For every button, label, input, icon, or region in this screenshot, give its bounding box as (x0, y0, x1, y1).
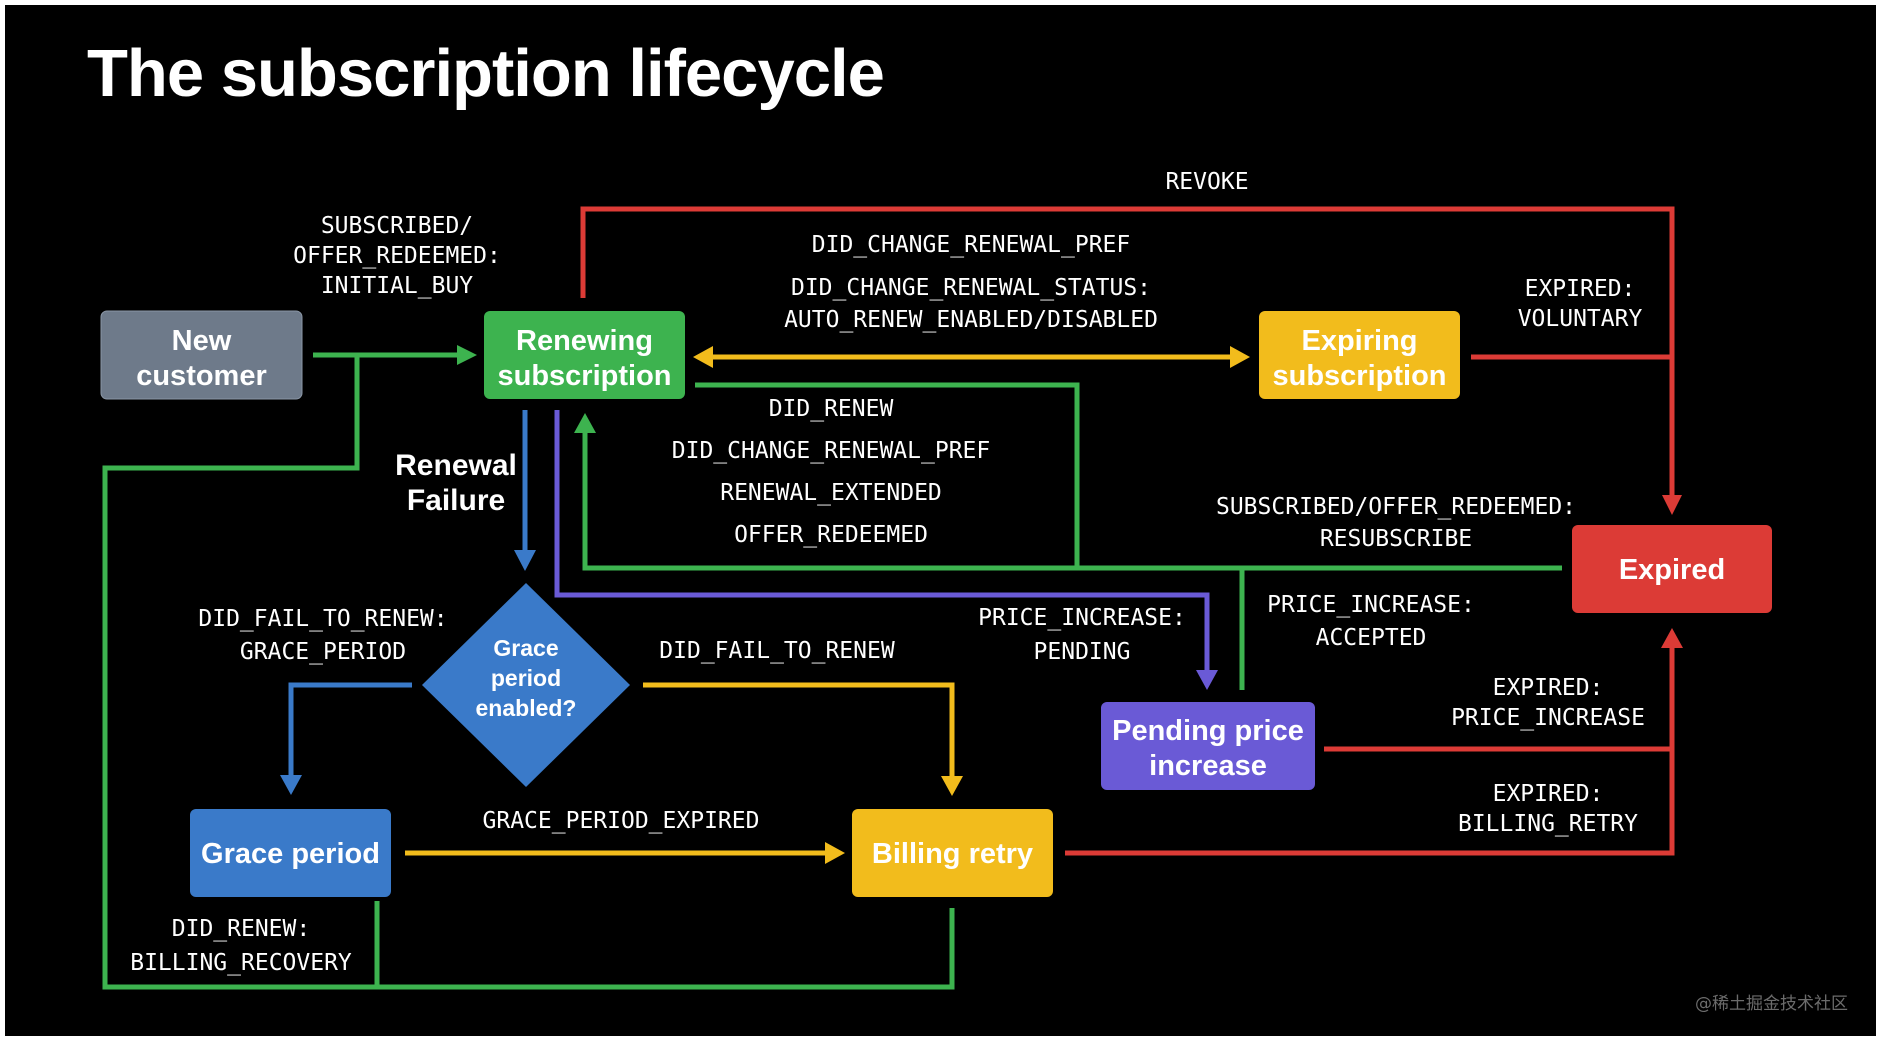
svg-text:DID_RENEW:: DID_RENEW: (172, 916, 310, 942)
edge-price-pending (554, 410, 1210, 673)
svg-text:Failure: Failure (407, 484, 505, 517)
svg-text:AUTO_RENEW_ENABLED/DISABLED: AUTO_RENEW_ENABLED/DISABLED (784, 307, 1158, 333)
node-label: subscription (1272, 360, 1446, 392)
label-expired-voluntary: EXPIRED: VOLUNTARY (1518, 276, 1643, 332)
arrowhead (941, 776, 963, 796)
node-label: subscription (497, 360, 671, 392)
label-initial-buy: SUBSCRIBED/ OFFER_REDEEMED: INITIAL_BUY (293, 213, 501, 299)
svg-text:RESUBSCRIBE: RESUBSCRIBE (1320, 526, 1472, 552)
edge-expired-billing (1065, 645, 1675, 856)
arrowhead (1661, 628, 1683, 648)
edge-to-billing-retry (643, 682, 955, 778)
node-label: period (491, 665, 561, 691)
node-label: Grace (493, 635, 558, 661)
svg-text:SUBSCRIBED/: SUBSCRIBED/ (321, 213, 473, 239)
label-expired-billing: EXPIRED: BILLING_RETRY (1458, 781, 1638, 837)
svg-text:BILLING_RETRY: BILLING_RETRY (1458, 811, 1638, 837)
svg-text:DID_CHANGE_RENEWAL_PREF: DID_CHANGE_RENEWAL_PREF (672, 438, 991, 464)
arrowhead (514, 550, 536, 571)
arrowhead (574, 413, 596, 433)
node-label: Pending price (1112, 715, 1304, 747)
svg-text:SUBSCRIBED/OFFER_REDEEMED:: SUBSCRIBED/OFFER_REDEEMED: (1216, 494, 1576, 520)
svg-text:PRICE_INCREASE:: PRICE_INCREASE: (978, 605, 1186, 631)
node-label: Grace period (201, 838, 380, 870)
svg-text:PRICE_INCREASE: PRICE_INCREASE (1451, 705, 1645, 731)
label-grace-expired: GRACE_PERIOD_EXPIRED (483, 808, 760, 834)
node-label: customer (136, 360, 267, 392)
edge-to-grace (288, 682, 412, 777)
slide: The subscription lifecycle (5, 5, 1876, 1036)
svg-text:EXPIRED:: EXPIRED: (1493, 675, 1604, 701)
svg-text:EXPIRED:: EXPIRED: (1493, 781, 1604, 807)
svg-text:Renewal: Renewal (395, 449, 517, 482)
svg-text:DID_CHANGE_RENEWAL_PREF: DID_CHANGE_RENEWAL_PREF (812, 232, 1131, 258)
label-renewal-failure: Renewal Failure (395, 449, 517, 517)
label-renew-events: DID_RENEW DID_CHANGE_RENEWAL_PREF RENEWA… (672, 396, 991, 548)
page-title: The subscription lifecycle (87, 36, 885, 111)
label-revoke: REVOKE (1165, 169, 1248, 195)
label-fail-grace: DID_FAIL_TO_RENEW: GRACE_PERIOD (198, 606, 447, 665)
node-grace-period[interactable]: Grace period (190, 809, 391, 897)
svg-text:INITIAL_BUY: INITIAL_BUY (321, 273, 473, 299)
arrowhead (693, 346, 713, 368)
svg-text:DID_CHANGE_RENEWAL_STATUS:: DID_CHANGE_RENEWAL_STATUS: (791, 275, 1151, 301)
svg-text:DID_RENEW: DID_RENEW (769, 396, 894, 422)
arrowhead (1196, 670, 1218, 690)
svg-text:RENEWAL_EXTENDED: RENEWAL_EXTENDED (720, 480, 942, 506)
label-price-accepted: PRICE_INCREASE: ACCEPTED (1267, 592, 1475, 651)
node-expiring-subscription[interactable]: Expiring subscription (1259, 311, 1460, 399)
arrowhead (280, 775, 302, 795)
node-renewing-subscription[interactable]: Renewing subscription (484, 311, 685, 399)
arrowhead (457, 345, 477, 365)
svg-text:ACCEPTED: ACCEPTED (1316, 625, 1427, 651)
arrowhead (1230, 346, 1250, 368)
label-billing-recovery: DID_RENEW: BILLING_RECOVERY (130, 916, 352, 976)
svg-text:DID_FAIL_TO_RENEW:: DID_FAIL_TO_RENEW: (198, 606, 447, 632)
label-price-pending: PRICE_INCREASE: PENDING (978, 605, 1186, 665)
svg-text:OFFER_REDEEMED: OFFER_REDEEMED (734, 522, 928, 548)
node-billing-retry[interactable]: Billing retry (852, 809, 1053, 897)
node-label: Renewing (516, 325, 653, 357)
edge-billing-recovery-loop (102, 355, 955, 990)
node-label: Expiring (1301, 325, 1417, 357)
svg-text:VOLUNTARY: VOLUNTARY (1518, 306, 1643, 332)
node-grace-enabled-decision[interactable]: Grace period enabled? (422, 583, 630, 787)
node-label: Billing retry (872, 838, 1033, 870)
label-fail-to-renew: DID_FAIL_TO_RENEW (659, 638, 895, 664)
arrowhead (1662, 495, 1682, 515)
svg-text:BILLING_RECOVERY: BILLING_RECOVERY (130, 950, 352, 976)
node-label: New (172, 325, 232, 357)
node-label: Expired (1619, 554, 1725, 586)
label-expired-price: EXPIRED: PRICE_INCREASE (1451, 675, 1645, 731)
label-resubscribe: SUBSCRIBED/OFFER_REDEEMED: RESUBSCRIBE (1216, 494, 1576, 552)
watermark: @稀土掘金技术社区 (1695, 994, 1848, 1014)
svg-text:GRACE_PERIOD: GRACE_PERIOD (240, 639, 406, 665)
node-expired[interactable]: Expired (1572, 525, 1772, 613)
svg-text:PENDING: PENDING (1034, 639, 1131, 665)
svg-text:EXPIRED:: EXPIRED: (1525, 276, 1636, 302)
svg-text:OFFER_REDEEMED:: OFFER_REDEEMED: (293, 243, 501, 269)
label-renewal-pref-status: DID_CHANGE_RENEWAL_PREF DID_CHANGE_RENEW… (784, 232, 1158, 333)
svg-text:PRICE_INCREASE:: PRICE_INCREASE: (1267, 592, 1475, 618)
node-new-customer[interactable]: New customer (100, 310, 303, 400)
node-label: enabled? (476, 695, 577, 721)
node-label: increase (1149, 750, 1267, 782)
node-pending-price-increase[interactable]: Pending price increase (1101, 702, 1315, 790)
lifecycle-diagram: New customer Renewing subscription Expir… (100, 169, 1772, 990)
arrowhead (825, 842, 845, 864)
